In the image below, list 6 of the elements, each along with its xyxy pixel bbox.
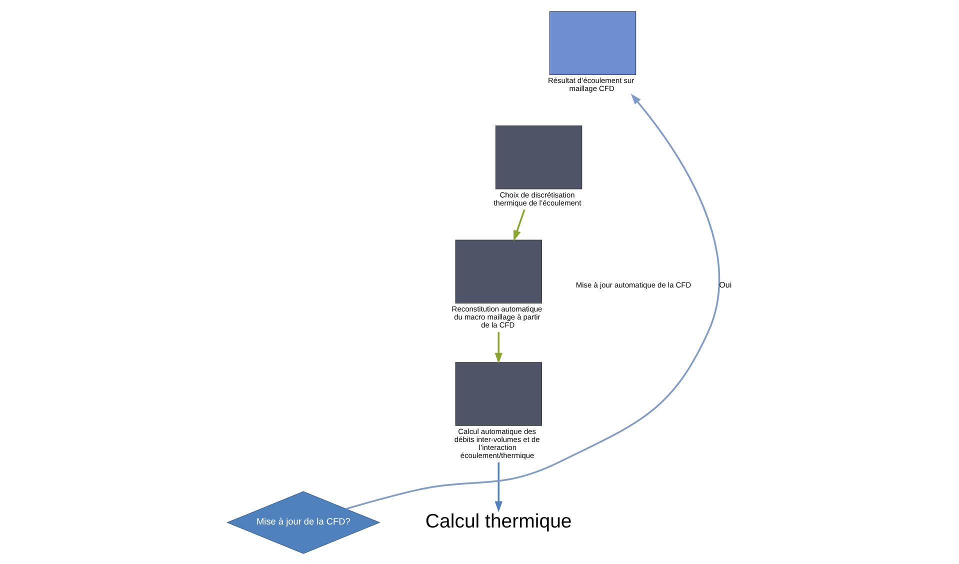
arrow bbox=[494, 332, 502, 364]
arrow bbox=[514, 209, 526, 242]
node-text: Calcul thermique bbox=[425, 510, 572, 533]
arrow bbox=[346, 94, 720, 510]
arrow bbox=[494, 462, 502, 512]
node-diamond: Mise à jour de la CFD? bbox=[226, 491, 380, 554]
